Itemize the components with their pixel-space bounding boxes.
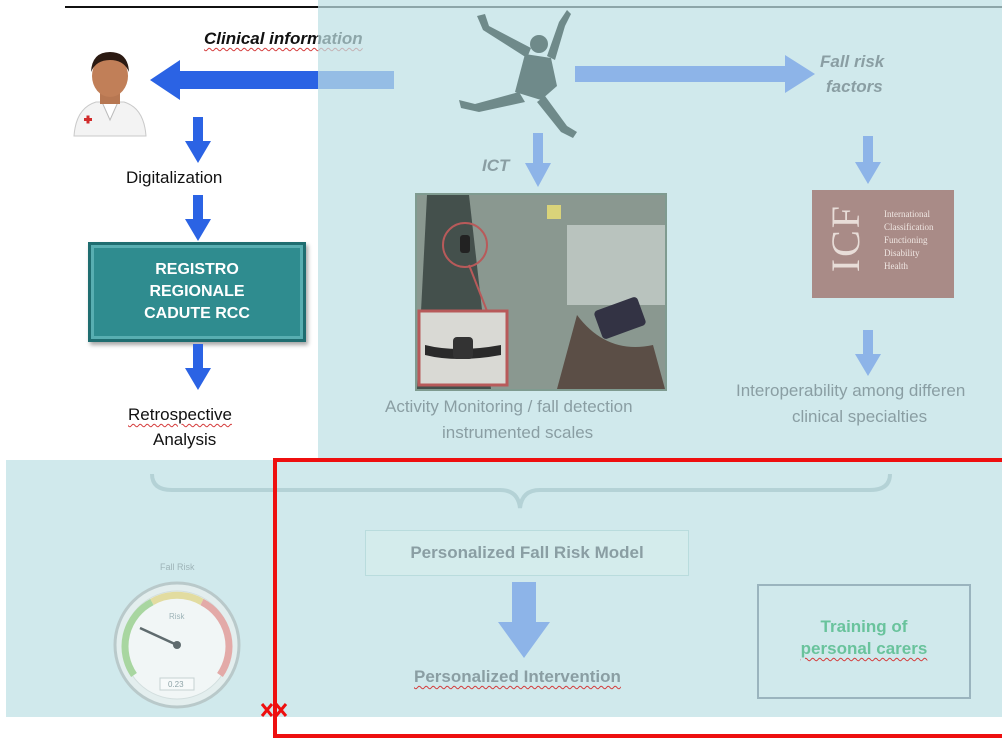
instrumented-scales-label: instrumented scales — [442, 423, 594, 442]
digitalization-label: Digitalization — [126, 168, 223, 187]
down-arrow-3 — [185, 344, 211, 390]
factors-label: factors — [826, 77, 883, 96]
red-marker — [260, 703, 288, 717]
registro-line-3: CADUTE RCC — [144, 305, 250, 322]
icf-line-3: Functioning — [884, 235, 928, 245]
registro-regionale-box: REGISTRO REGIONALE CADUTE RCC — [88, 242, 306, 342]
doctor-icon — [73, 52, 147, 137]
fall-risk-arrow — [575, 55, 815, 93]
registro-line-1: REGISTRO — [155, 261, 239, 278]
analysis-label: Analysis — [153, 430, 217, 449]
ict-arrow — [525, 133, 551, 187]
gauge-value: 0.23 — [168, 680, 184, 689]
icf-logo: ICF International Classification Functio… — [812, 190, 954, 298]
clinical-specialties-label: clinical specialties — [792, 407, 928, 426]
icf-text: International Classification Functioning… — [884, 208, 934, 273]
personalized-model-box: Personalized Fall Risk Model — [365, 530, 689, 576]
training-box: Training of personal carers — [757, 584, 971, 699]
interoperability-label: Interoperability among differen — [736, 381, 966, 400]
icf-line-4: Disability — [884, 248, 920, 258]
highlight-frame — [273, 458, 1002, 738]
icf-arrow — [855, 136, 881, 184]
training-line-1: Training of — [820, 617, 908, 636]
down-arrow-1 — [185, 117, 211, 163]
tablet-icon — [557, 297, 665, 389]
icf-line-1: International — [884, 209, 930, 219]
interoperability-arrow — [855, 330, 881, 376]
icf-letters: ICF — [823, 204, 868, 273]
ict-label: ICT — [482, 156, 510, 175]
retrospective-label: Retrospective — [128, 405, 232, 424]
sensor-device-icon — [417, 195, 665, 389]
personalized-intervention-label: Personalized Intervention — [414, 667, 621, 686]
down-arrow-2 — [185, 195, 211, 241]
merge-brace — [150, 473, 892, 509]
gauge-icon — [112, 580, 242, 710]
falling-person-icon — [459, 10, 577, 138]
intervention-arrow — [498, 582, 550, 658]
icf-line-2: Classification — [884, 222, 934, 232]
icf-line-5: Health — [884, 261, 908, 271]
fall-risk-label: Fall risk — [820, 52, 885, 71]
activity-monitoring-photo — [415, 193, 667, 391]
clinical-info-arrow — [150, 60, 394, 100]
gauge-risk-label: Risk — [169, 612, 185, 621]
gauge-title: Fall Risk — [160, 562, 195, 572]
training-line-2: personal carers — [800, 639, 928, 658]
registro-line-2: REGIONALE — [149, 283, 245, 300]
activity-monitoring-label: Activity Monitoring / fall detection — [385, 397, 633, 416]
